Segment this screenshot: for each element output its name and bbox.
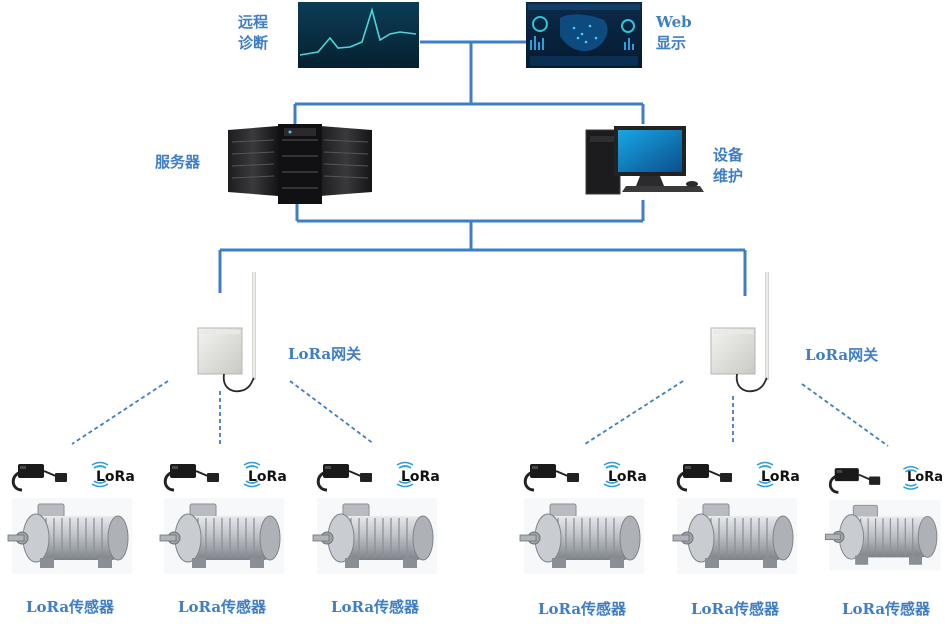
- lora-logo: LoRa: [401, 469, 440, 485]
- gateway-right-image: [711, 272, 767, 391]
- lora-logo: LoRa: [761, 469, 800, 485]
- sensor-label-5: LoRa传感器: [690, 600, 780, 618]
- remote-diagnosis-line2: 诊断: [238, 34, 269, 52]
- sensor-node-4: LoRa: [518, 461, 647, 576]
- sensor-label-1: LoRa传感器: [25, 598, 115, 616]
- server-label: 服务器: [155, 153, 201, 171]
- sensor-node-2: LoRa: [158, 461, 287, 576]
- wireless-links: [71, 380, 889, 447]
- pc-workstation-image: [585, 126, 704, 195]
- sensor-node-1: LoRa: [6, 461, 135, 576]
- ekg-monitor-image: [298, 2, 419, 68]
- web-display-line1: Web: [656, 13, 692, 31]
- sensor-node-6: LoRa: [823, 465, 943, 572]
- device-maintenance-line2: 维护: [713, 167, 744, 185]
- sensor-label-6: LoRa传感器: [841, 600, 931, 618]
- remote-diagnosis-line1: 远程: [238, 13, 269, 31]
- lora-logo: LoRa: [96, 469, 135, 485]
- sensor-label-3: LoRa传感器: [330, 598, 420, 616]
- server-rack-image: [228, 124, 372, 204]
- web-display-line2: 显示: [656, 34, 687, 52]
- sensor-node-5: LoRa: [671, 461, 800, 576]
- gateway-left-label: LoRa网关: [288, 345, 362, 363]
- lora-logo: LoRa: [248, 469, 287, 485]
- lora-logo: LoRa: [907, 470, 943, 485]
- remote-diagnosis-label: 远程 诊断: [238, 12, 268, 54]
- sensor-node-3: LoRa: [311, 461, 440, 576]
- sensor-label-4: LoRa传感器: [537, 600, 627, 618]
- gateway-left-image: [198, 272, 254, 391]
- device-maintenance-line1: 设备: [713, 146, 744, 164]
- lora-logo: LoRa: [608, 469, 647, 485]
- gateway-right-label: LoRa网关: [805, 346, 879, 364]
- sensor-label-2: LoRa传感器: [177, 598, 267, 616]
- web-dashboard-image: [526, 2, 642, 68]
- backbone-connectors: [218, 40, 747, 296]
- device-maintenance-label: 设备 维护: [713, 145, 743, 187]
- web-display-label: Web 显示: [656, 12, 692, 54]
